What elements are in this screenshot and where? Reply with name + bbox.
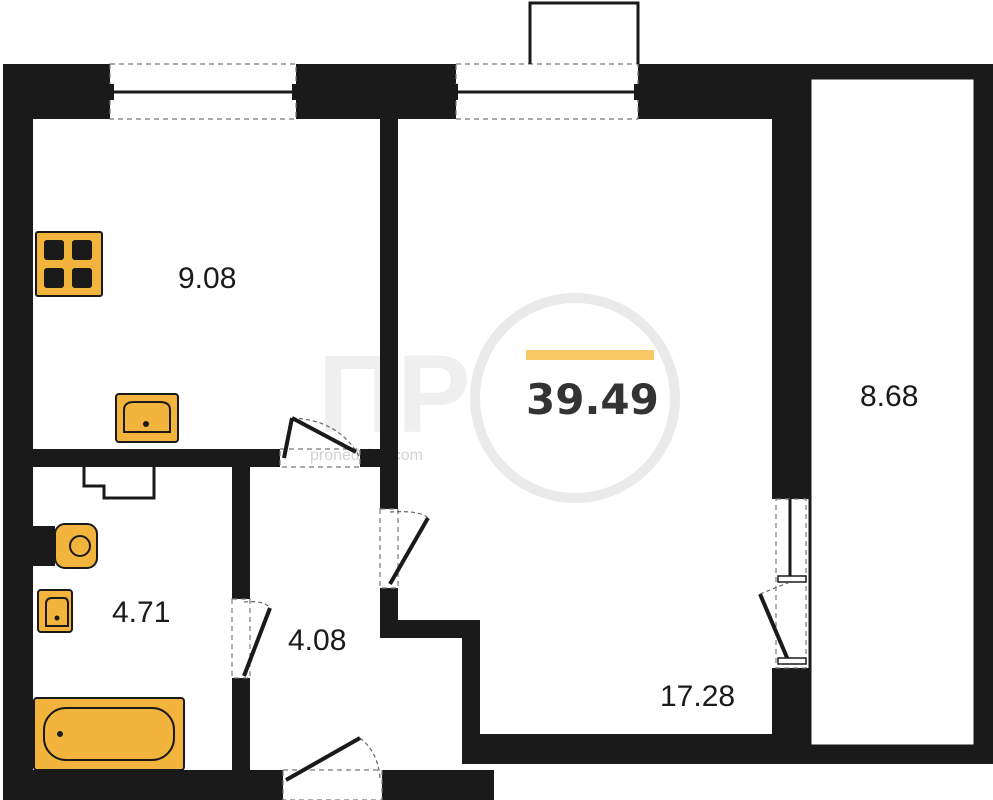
- window-bay: [528, 1, 640, 64]
- wall-living-balcony-upper: [772, 119, 810, 499]
- room-area-living: 17.28: [660, 680, 735, 713]
- wall-living-balcony-lower: [772, 668, 810, 764]
- wall-kitchen-living: [380, 119, 398, 449]
- total-area: 39.49: [526, 375, 659, 424]
- kitchen-sink-icon: [115, 393, 179, 443]
- wall-bottom-left: [3, 770, 283, 800]
- windows: [108, 1, 640, 120]
- wall-left: [3, 64, 33, 800]
- door-balcony: [758, 498, 807, 669]
- wall-bottom-living: [462, 734, 810, 764]
- wall-hall-step-down: [462, 620, 480, 736]
- window-living: [452, 63, 640, 120]
- door-entrance: [282, 736, 383, 800]
- door-kitchen: [279, 416, 361, 468]
- balcony-outline: [808, 76, 977, 748]
- wall-balcony-bottom: [810, 746, 993, 764]
- wall-bath-hall-upper: [232, 467, 250, 599]
- bathroom-sink-icon: [37, 589, 73, 633]
- wall-hall-living-upper: [380, 449, 398, 509]
- room-area-bathroom: 4.71: [112, 596, 170, 629]
- ventilation-shaft: [82, 467, 156, 500]
- wall-top-middle: [296, 64, 456, 119]
- wall-balcony-right: [975, 64, 993, 764]
- room-area-hallway: 4.08: [288, 624, 346, 657]
- window-kitchen: [108, 63, 298, 120]
- bathtub-icon: [33, 697, 185, 771]
- watermark-circle: [470, 293, 680, 503]
- room-area-balcony: 8.68: [860, 380, 918, 413]
- door-bathroom: [231, 598, 272, 679]
- total-area-accent: [526, 350, 654, 360]
- wall-top-left: [3, 64, 110, 119]
- room-area-kitchen: 9.08: [178, 262, 236, 295]
- wall-kitchen-bottom: [33, 449, 280, 467]
- wall-bath-hall-lower: [232, 678, 250, 770]
- wall-bottom-middle: [382, 770, 494, 800]
- doors: [231, 416, 807, 800]
- stove-icon: [35, 231, 103, 297]
- toilet-icon: [33, 523, 98, 569]
- fixtures: [33, 231, 185, 771]
- door-living: [379, 508, 430, 589]
- wall-hall-step: [380, 620, 480, 638]
